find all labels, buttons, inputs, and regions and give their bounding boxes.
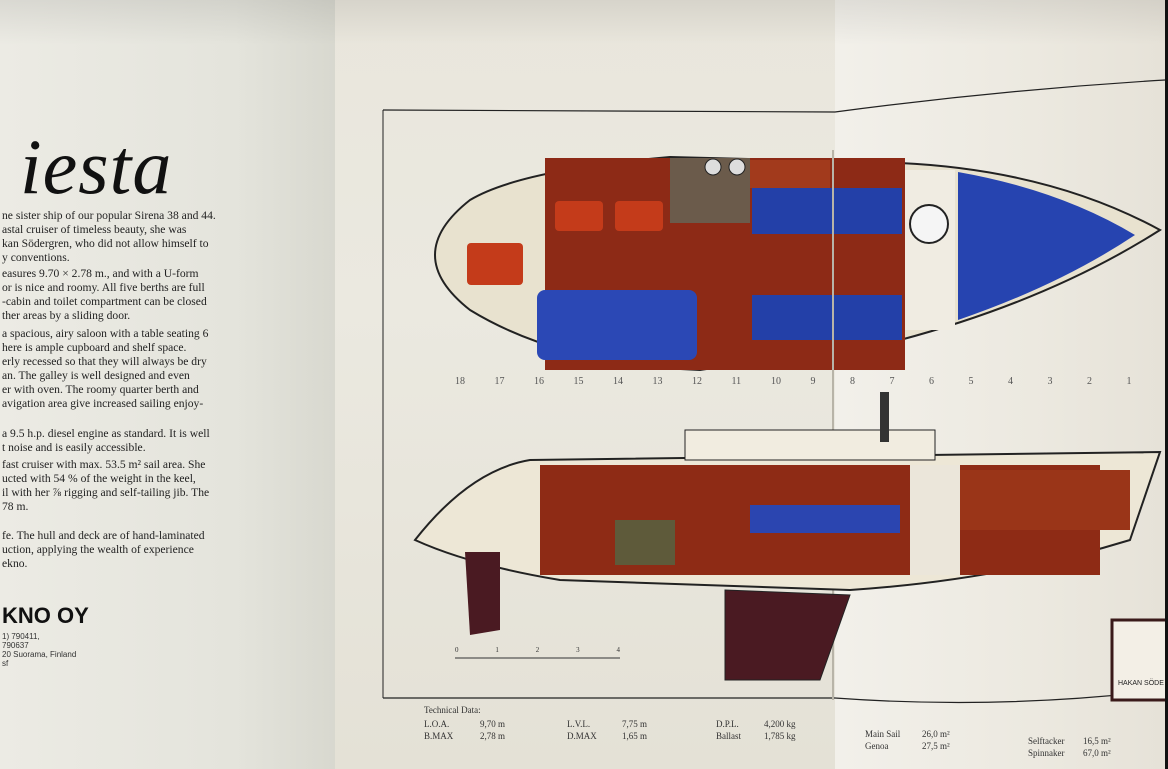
station-number: 3 [1047,376,1053,387]
tech-label: B.MAX [424,731,454,741]
body-paragraph: fast cruiser with max. 53.5 m² sail area… [2,458,242,514]
station-number: 13 [652,376,663,387]
text-line: easures 9.70 × 2.78 m., and with a U-for… [2,267,199,280]
text-line: ucted with 54 % of the weight in the kee… [2,472,196,485]
station-number: 5 [968,376,974,387]
address-line: 20 Suorama, Finland [2,650,77,659]
tech-value: 4,200 kg [764,719,796,729]
shadow [0,0,1168,45]
text-line: astal cruiser of timeless beauty, she wa… [2,223,187,236]
tech-value: 27,5 m² [922,741,950,751]
tech-heading: Technical Data: [424,705,481,715]
address-line: sf [2,659,9,668]
deck-plan [434,150,1162,700]
tech-label: L.V.L. [567,719,591,729]
body-paragraph: ne sister ship of our popular Sirena 38 … [2,209,242,265]
tech-label: Selftacker [1028,736,1065,746]
text-line: -cabin and toilet compartment can be clo… [2,295,207,308]
text-line: fast cruiser with max. 53.5 m² sail area… [2,458,206,471]
tech-value: 1,785 kg [764,731,796,741]
station-number: 12 [692,376,702,387]
scale-label: 3 [576,646,580,654]
station-number: 7 [889,376,895,387]
station-number: 17 [494,376,505,387]
scale-label: 2 [535,646,540,654]
text-line: a 9.5 h.p. diesel engine as standard. It… [2,427,210,440]
tech-label: Genoa [865,741,889,751]
tech-label: Ballast [716,731,741,741]
body-paragraph: a 9.5 h.p. diesel engine as standard. It… [2,427,242,455]
text-line: ekno. [2,557,28,570]
text-line: fe. The hull and deck are of hand-lamina… [2,529,205,542]
text-line: il with her ⅞ rigging and self-tailing j… [2,486,210,499]
tech-value: 2,78 m [480,731,506,741]
tech-label: Main Sail [865,729,901,739]
text-line: ther areas by a sliding door. [2,309,131,322]
tech-label: L.O.A. [424,719,450,729]
profile-section [413,392,1162,681]
address-line: 1) 790411, [2,632,40,641]
station-number: 15 [573,376,584,387]
designer-name: HAKAN SÖDE [1118,680,1164,687]
text-line: y conventions. [2,251,70,264]
text-line: or is nice and roomy. All five berths ar… [2,281,205,294]
station-number: 14 [613,376,623,387]
body-paragraph: easures 9.70 × 2.78 m., and with a U-for… [2,267,242,323]
address: 1) 790411, 790637 20 Suorama, Finland sf [2,632,76,668]
text-line: here is ample cupboard and shelf space. [2,341,187,354]
body-paragraph: fe. The hull and deck are of hand-lamina… [2,529,242,571]
text-line: 78 m. [2,500,29,513]
station-number: 4 [1008,376,1013,387]
scale-label: 0 [455,646,459,654]
tech-value: 67,0 m² [1083,748,1111,758]
text-line: ne sister ship of our popular Sirena 38 … [2,209,216,222]
station-number: 18 [455,376,465,387]
station-number: 1 [1126,376,1132,387]
tech-label: Spinnaker [1028,748,1065,758]
text-line: a spacious, airy saloon with a table sea… [2,327,209,340]
tech-label: D.MAX [567,731,597,741]
frame-top [382,79,1166,113]
brochure-right-page [835,0,1165,769]
model-title: iesta [20,123,173,210]
station-number: 11 [731,376,742,387]
station-number: 16 [534,376,544,387]
station-number: 10 [771,376,781,387]
tech-value: 26,0 m² [922,729,950,739]
tech-value: 9,70 m [480,719,506,729]
title-block [1110,618,1168,702]
brochure-left-page [0,0,335,769]
tech-value: 1,65 m [622,731,648,741]
station-number: 2 [1087,376,1092,387]
tech-label: D.P.L. [716,719,739,729]
text-line: t noise and is easily accessible. [2,441,146,454]
text-line: er with oven. The roomy quarter berth an… [2,383,199,396]
station-number: 6 [929,376,934,387]
text-line: uction, applying the wealth of experienc… [2,543,194,556]
body-paragraph: a spacious, airy saloon with a table sea… [2,327,242,411]
text-line: erly recessed so that they will always b… [2,355,207,368]
station-number: 8 [850,376,855,387]
brand-name: KNO OY [2,603,89,628]
text-line: avigation area give increased sailing en… [2,397,204,410]
tech-value: 16,5 m² [1083,736,1111,746]
text-line: an. The galley is well designed and even [2,369,190,382]
station-number: 9 [810,376,816,387]
tech-value: 7,75 m [622,719,648,729]
address-line: 790637 [2,641,29,650]
scale-label: 4 [616,646,621,654]
frame-bottom [383,689,1166,704]
scale-label: 1 [495,646,499,654]
text-line: kan Södergren, who did not allow himself… [2,237,209,250]
